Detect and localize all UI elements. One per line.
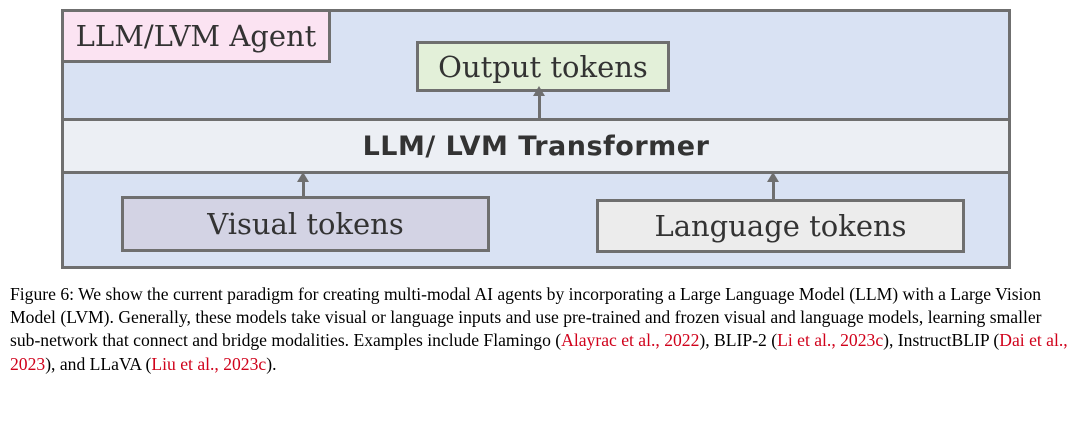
arrow-up-icon <box>767 172 779 199</box>
citation-link[interactable]: Dai et al., 2023 <box>10 330 1068 374</box>
arrow-up-icon <box>297 172 309 196</box>
caption-text: Figure 6: We show the current paradigm f… <box>10 284 1042 351</box>
caption-text: ), InstructBLIP ( <box>883 330 1000 351</box>
language-tokens-box: Language tokens <box>596 199 965 253</box>
transformer-band: LLM/ LVM Transformer <box>64 118 1008 174</box>
agent-diagram: LLM/LVM Agent Output tokens LLM/ LVM Tra… <box>61 9 1011 269</box>
visual-tokens-box: Visual tokens <box>121 196 490 252</box>
citation-link[interactable]: Liu et al., 2023c <box>151 353 267 374</box>
arrow-up-icon <box>533 86 545 118</box>
agent-container: LLM/LVM Agent Output tokens LLM/ LVM Tra… <box>61 9 1011 269</box>
agent-label: LLM/LVM Agent <box>64 12 331 63</box>
caption-text: ). <box>266 353 277 374</box>
caption-text: ), BLIP-2 ( <box>699 330 778 351</box>
citation-link[interactable]: Alayrac et al., 2022 <box>561 330 700 351</box>
caption-text: ), and LLaVA ( <box>45 353 152 374</box>
output-tokens-box: Output tokens <box>416 41 670 92</box>
figure-caption: Figure 6: We show the current paradigm f… <box>10 283 1072 376</box>
citation-link[interactable]: Li et al., 2023c <box>777 330 884 351</box>
